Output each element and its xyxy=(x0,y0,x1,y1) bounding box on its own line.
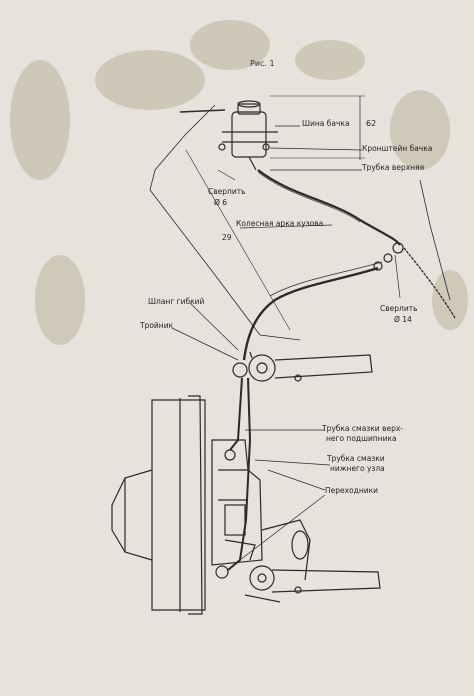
leader-lines xyxy=(171,125,401,561)
label-drill-6-dia: Ø 6 xyxy=(214,198,228,207)
drawing xyxy=(111,95,456,615)
label-flex-hose: Шланг гибкий xyxy=(148,297,205,306)
label-lower-node-1: Трубка смазки xyxy=(327,454,385,463)
label-wheel-arch: Колесная арка кузова xyxy=(236,219,324,228)
pipe-lower-node xyxy=(227,377,252,571)
wheel-hub xyxy=(111,395,206,615)
paper-stains xyxy=(10,20,468,345)
upper-arm xyxy=(232,351,373,382)
steering-knuckle xyxy=(211,439,311,581)
body-outline xyxy=(149,104,301,341)
label-tank-bus: Шина бачка xyxy=(302,119,350,128)
label-pipe-upper: Трубка верхняя xyxy=(362,163,425,172)
label-lower-node-2: нижнего узла xyxy=(330,464,385,473)
label-adapters: Переходники xyxy=(325,486,379,495)
flex-hose xyxy=(242,266,379,361)
body-outline-right xyxy=(419,179,451,301)
label-drill-6: Сверлить xyxy=(208,187,246,196)
lower-arm xyxy=(215,565,381,603)
label-dim-29: 29 xyxy=(222,233,232,242)
label-tee: Тройник xyxy=(140,321,174,330)
label-upper-bearing-2: него подшипника xyxy=(326,434,397,443)
pipe-fitting xyxy=(373,242,404,271)
figure-title: Рис. 1 xyxy=(250,59,275,68)
oil-tank xyxy=(218,100,278,171)
label-drill-14: Сверлить xyxy=(380,304,418,313)
label-drill-14-dia: Ø 14 xyxy=(394,315,412,324)
label-bracket: Кронштейн бачка xyxy=(362,144,433,153)
label-upper-bearing-1: Трубка смазки верх- xyxy=(322,424,404,433)
label-dim-62: 62 xyxy=(366,119,377,128)
pipe-upper-bearing xyxy=(229,377,243,451)
upper-pipe xyxy=(257,169,401,246)
